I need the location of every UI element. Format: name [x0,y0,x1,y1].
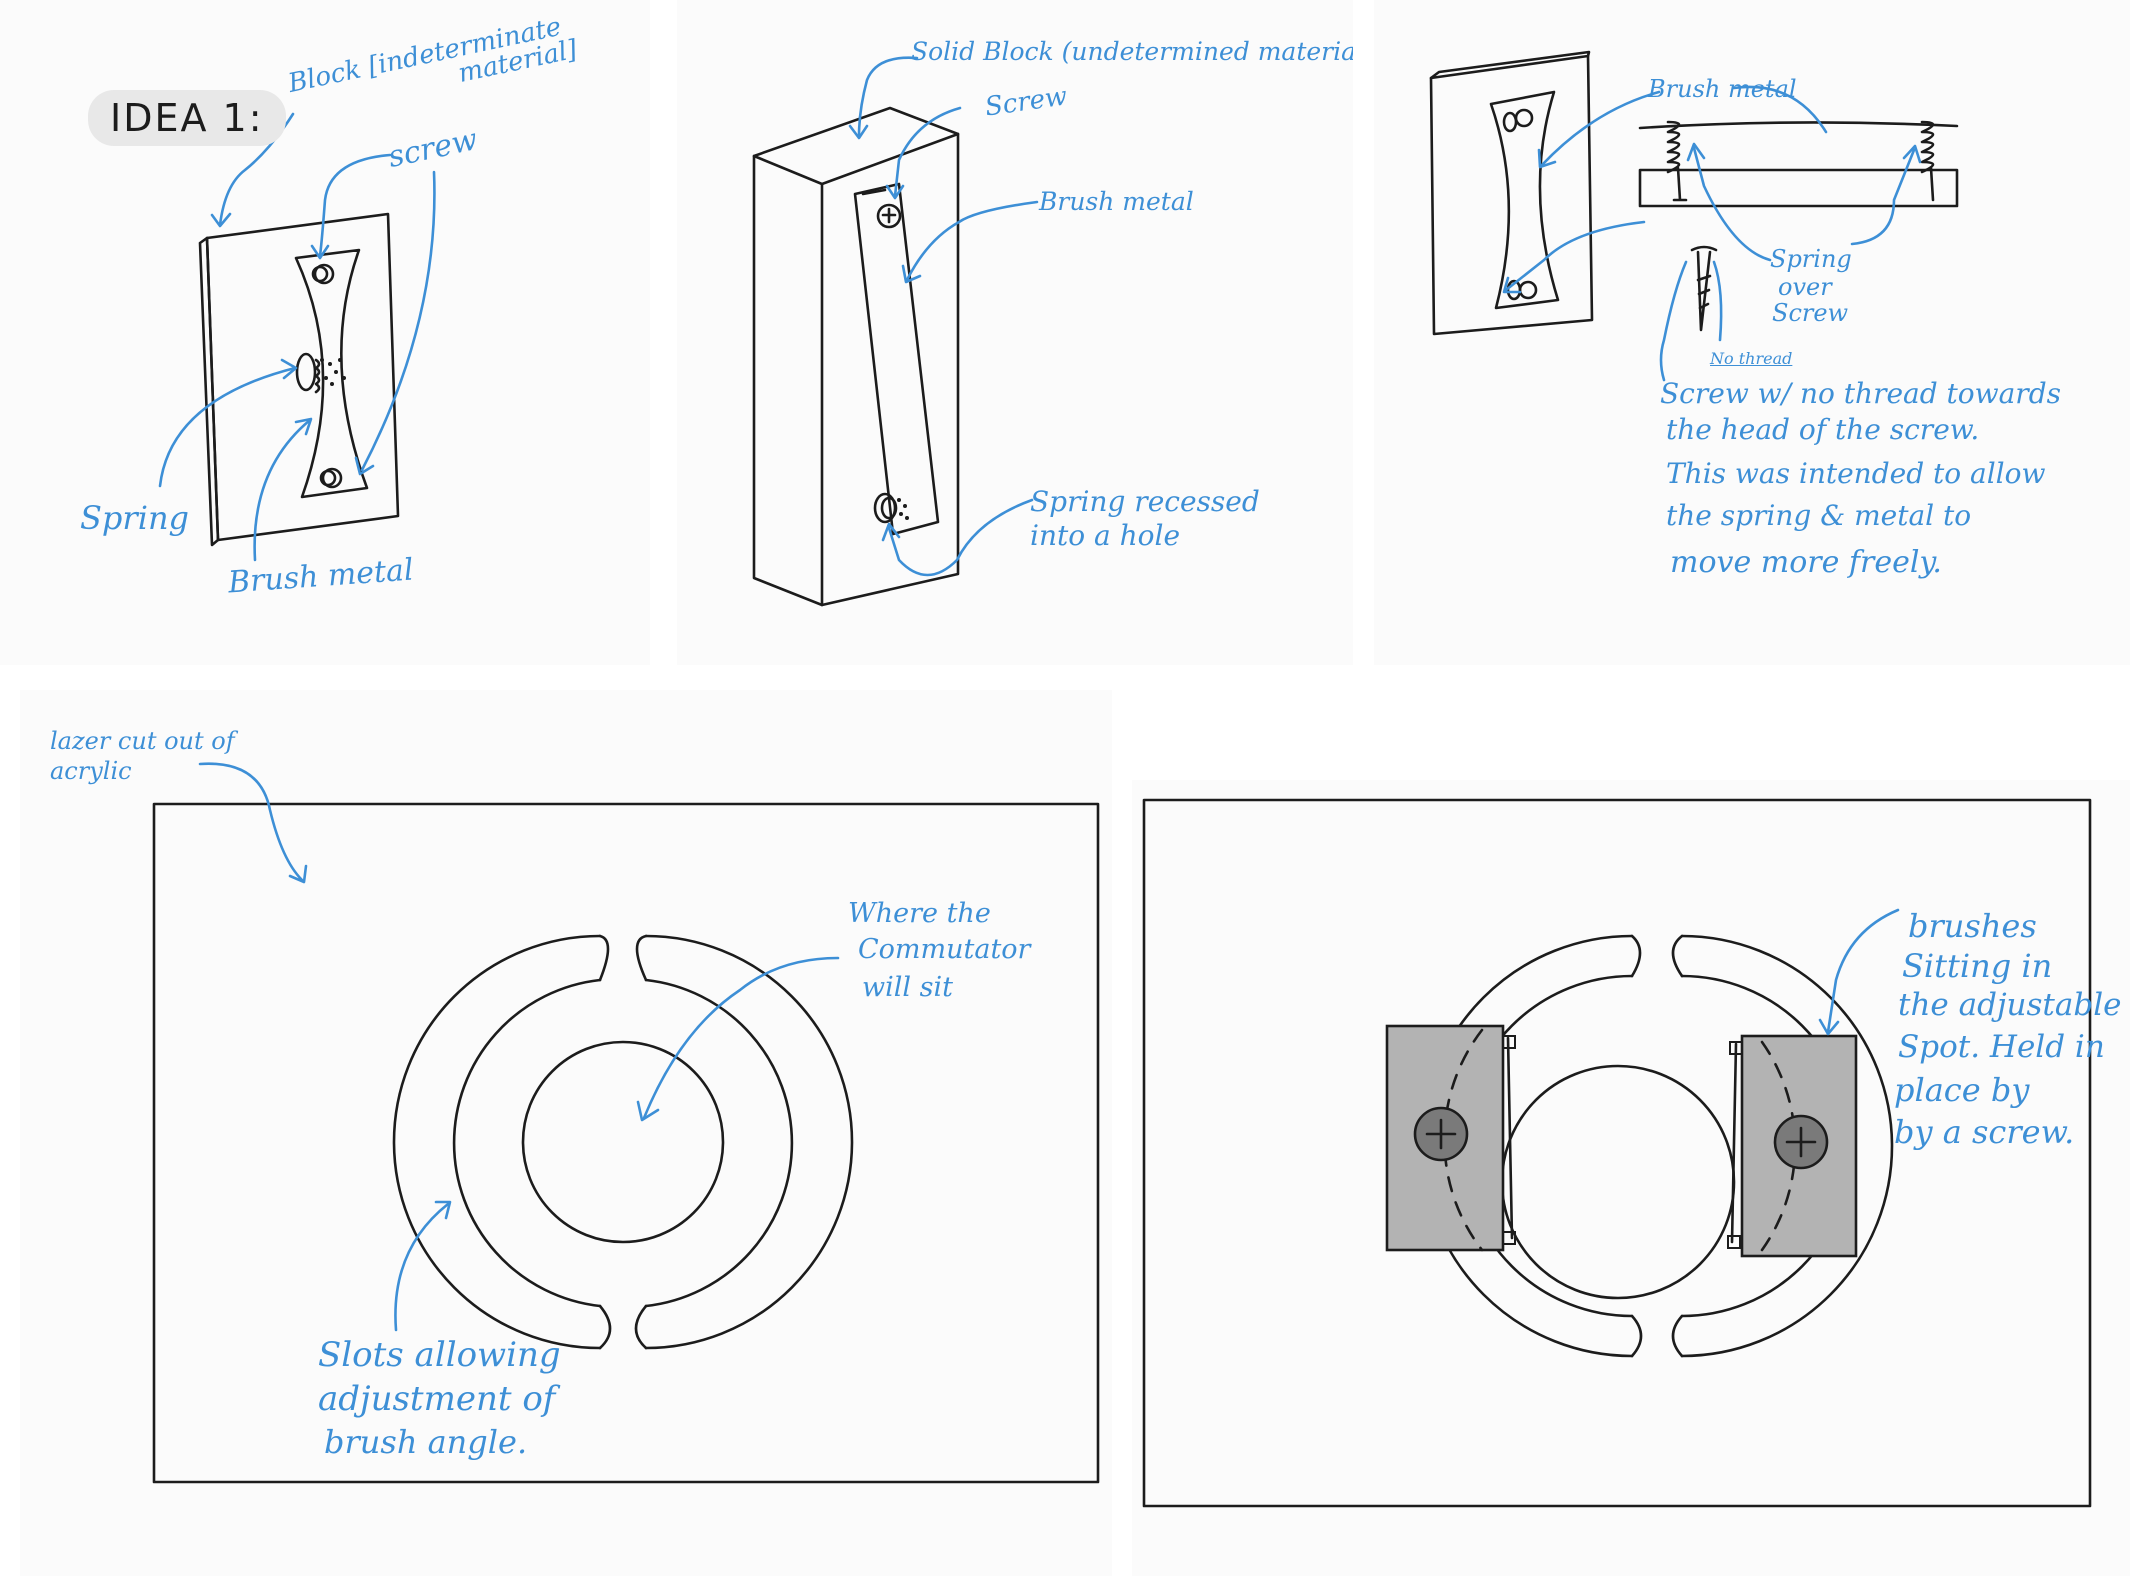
label-spring: Spring [80,499,190,537]
label-over: over [1778,273,1832,301]
label-solid-block: Solid Block (undetermined material) [911,37,1353,66]
label-screw: Screw [1772,299,1849,327]
label-by-a-screw: by a screw. [1894,1113,2075,1151]
sketch-assembled [1142,798,2092,1508]
label-spring-recessed: Spring recessed [1030,485,1260,518]
sketch-spring-detail [1429,50,1959,382]
sketch-acrylic-plate [152,762,1100,1484]
label-will-sit: will sit [862,972,953,1003]
panel-acrylic-plate: lazer cut out of acrylic Where the Commu… [20,690,1112,1576]
desc-line-2: the head of the screw. [1666,413,1980,446]
label-spring: Spring [1770,245,1852,273]
label-into-hole: into a hole [1030,519,1181,552]
label-adjustable: the adjustable [1898,987,2122,1023]
label-commutator: Commutator [858,934,1031,965]
label-no-thread: No thread [1710,349,1793,368]
label-sitting-in: Sitting in [1902,947,2053,985]
label-slots: Slots allowing [318,1335,561,1375]
sketch-block-iso [752,56,1039,607]
panel-idea-1-front: IDEA 1: Block [indeterminate material] s… [0,0,650,665]
desc-line-4: the spring & metal to [1666,499,1972,532]
panel-assembled-brushes: brushes Sitting in the adjustable Spot. … [1132,780,2130,1576]
label-brush-metal: Brush metal [1648,75,1797,103]
desc-line-3: This was intended to allow [1666,457,2046,490]
label-place-by: place by [1894,1071,2030,1109]
label-acrylic: acrylic [50,757,132,785]
label-where-the: Where the [848,898,991,929]
desc-line-1: Screw w/ no thread towards [1660,377,2061,410]
idea-title: IDEA 1: [88,90,286,146]
panel-block-iso: Solid Block (undetermined material) Scre… [677,0,1353,665]
label-laser-cut: lazer cut out of [50,727,235,755]
label-adjustment: adjustment of [318,1379,556,1419]
label-brushes: brushes [1908,907,2037,945]
desc-line-5: move more freely. [1670,545,1942,580]
label-spot-held: Spot. Held in [1898,1029,2105,1065]
label-brush-angle: brush angle. [324,1423,528,1461]
label-brush-metal: Brush metal [1039,187,1194,216]
panel-spring-over-screw: Brush metal Spring over Screw No thread … [1374,0,2130,665]
